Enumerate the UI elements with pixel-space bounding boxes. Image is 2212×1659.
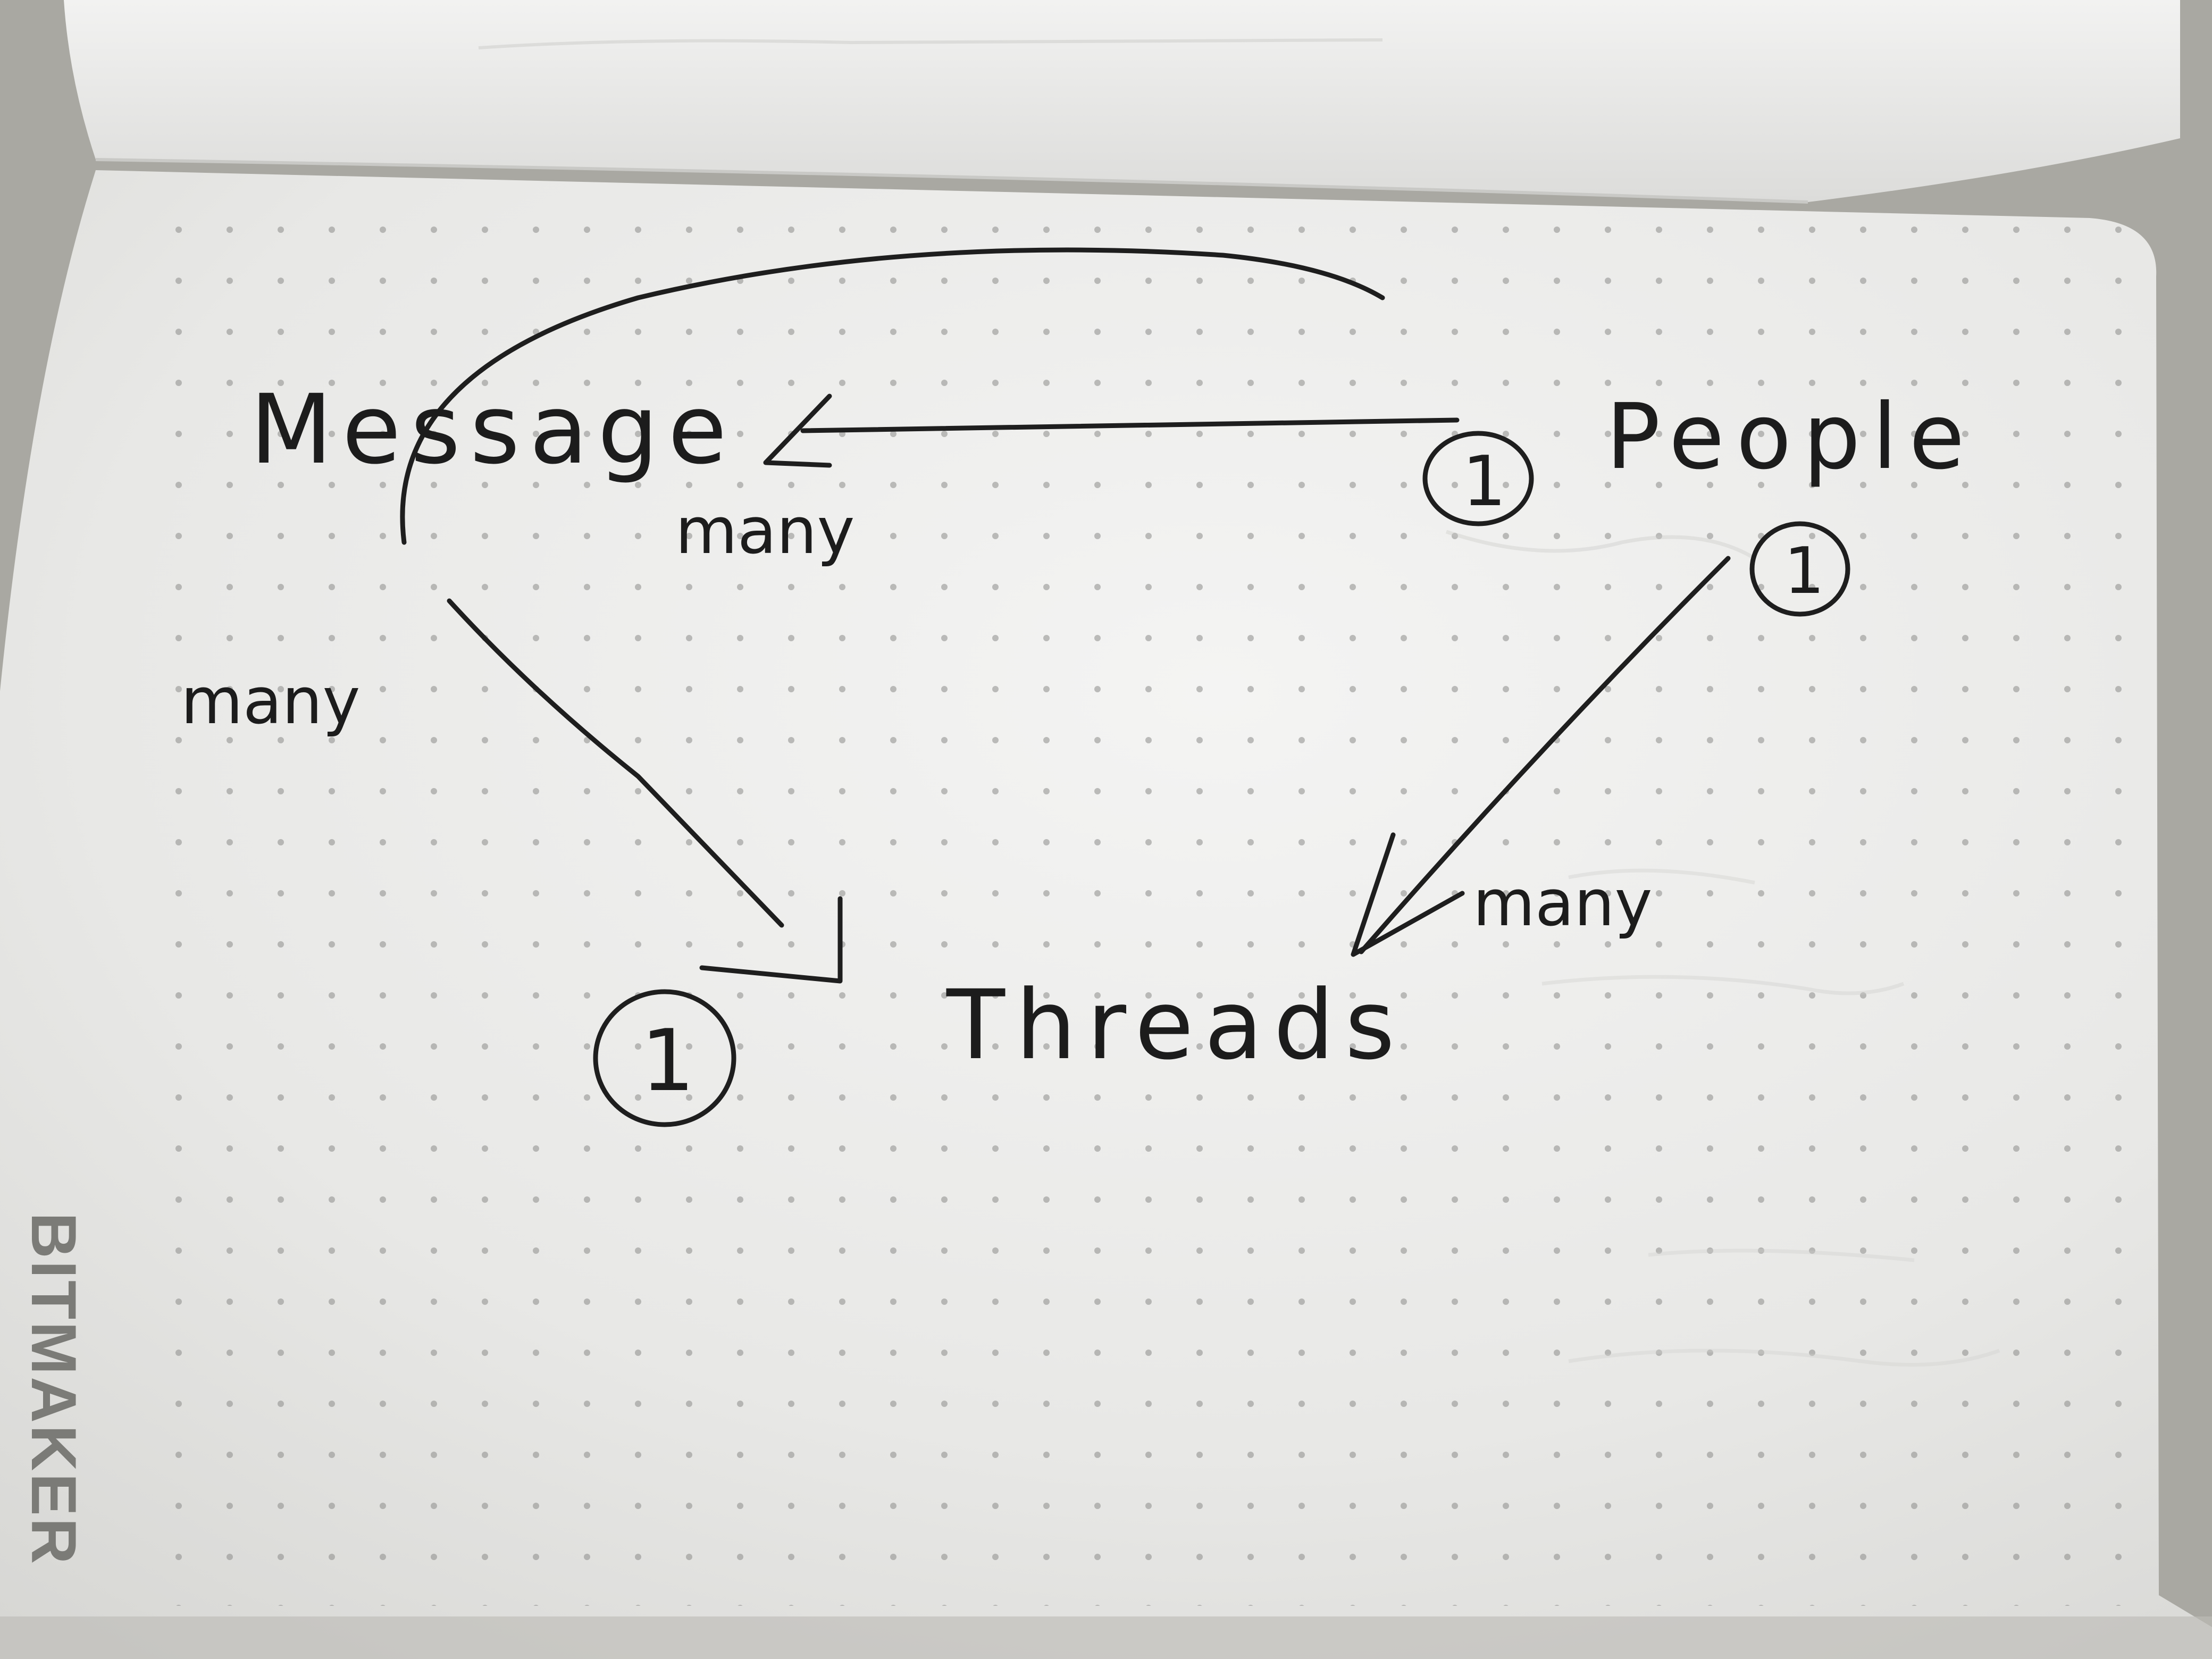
- people-to-message-one-label: 1: [1462, 441, 1506, 522]
- people-to-message-one-circle: [1422, 431, 1534, 526]
- message-to-threads-arrow: [447, 598, 784, 928]
- threads-to-message-one-label: 1: [641, 1011, 695, 1110]
- people-to-threads-one-label: 1: [1784, 534, 1824, 608]
- show-through-marks: [478, 38, 2000, 1367]
- message-threads-many-label: many: [181, 665, 361, 739]
- notebook-brand: BITMAKER: [18, 1212, 89, 1566]
- people-node-label: People: [1606, 384, 1976, 490]
- people-to-threads-one-circle: [1749, 521, 1850, 617]
- people-to-threads-arrowhead: [1351, 832, 1465, 957]
- people-to-message-arrowhead: [763, 393, 832, 468]
- message-to-threads-arrowhead: [699, 896, 843, 984]
- message-people-many-label: many: [675, 495, 855, 568]
- message-node-label: Message: [250, 374, 736, 485]
- message-people-arc: [400, 247, 1385, 545]
- hand-drawn-diagram: [400, 247, 1850, 1127]
- people-to-threads-arrow: [1359, 556, 1731, 954]
- page-bottom-edge: [0, 1616, 2212, 1659]
- facing-page-curl: [64, 0, 2180, 202]
- threads-to-message-one-circle: [593, 989, 736, 1127]
- people-threads-many-label: many: [1473, 867, 1653, 941]
- threads-node-label: Threads: [946, 970, 1405, 1081]
- people-to-message-arrow: [800, 417, 1460, 433]
- page-dot-grid: [160, 223, 2127, 1606]
